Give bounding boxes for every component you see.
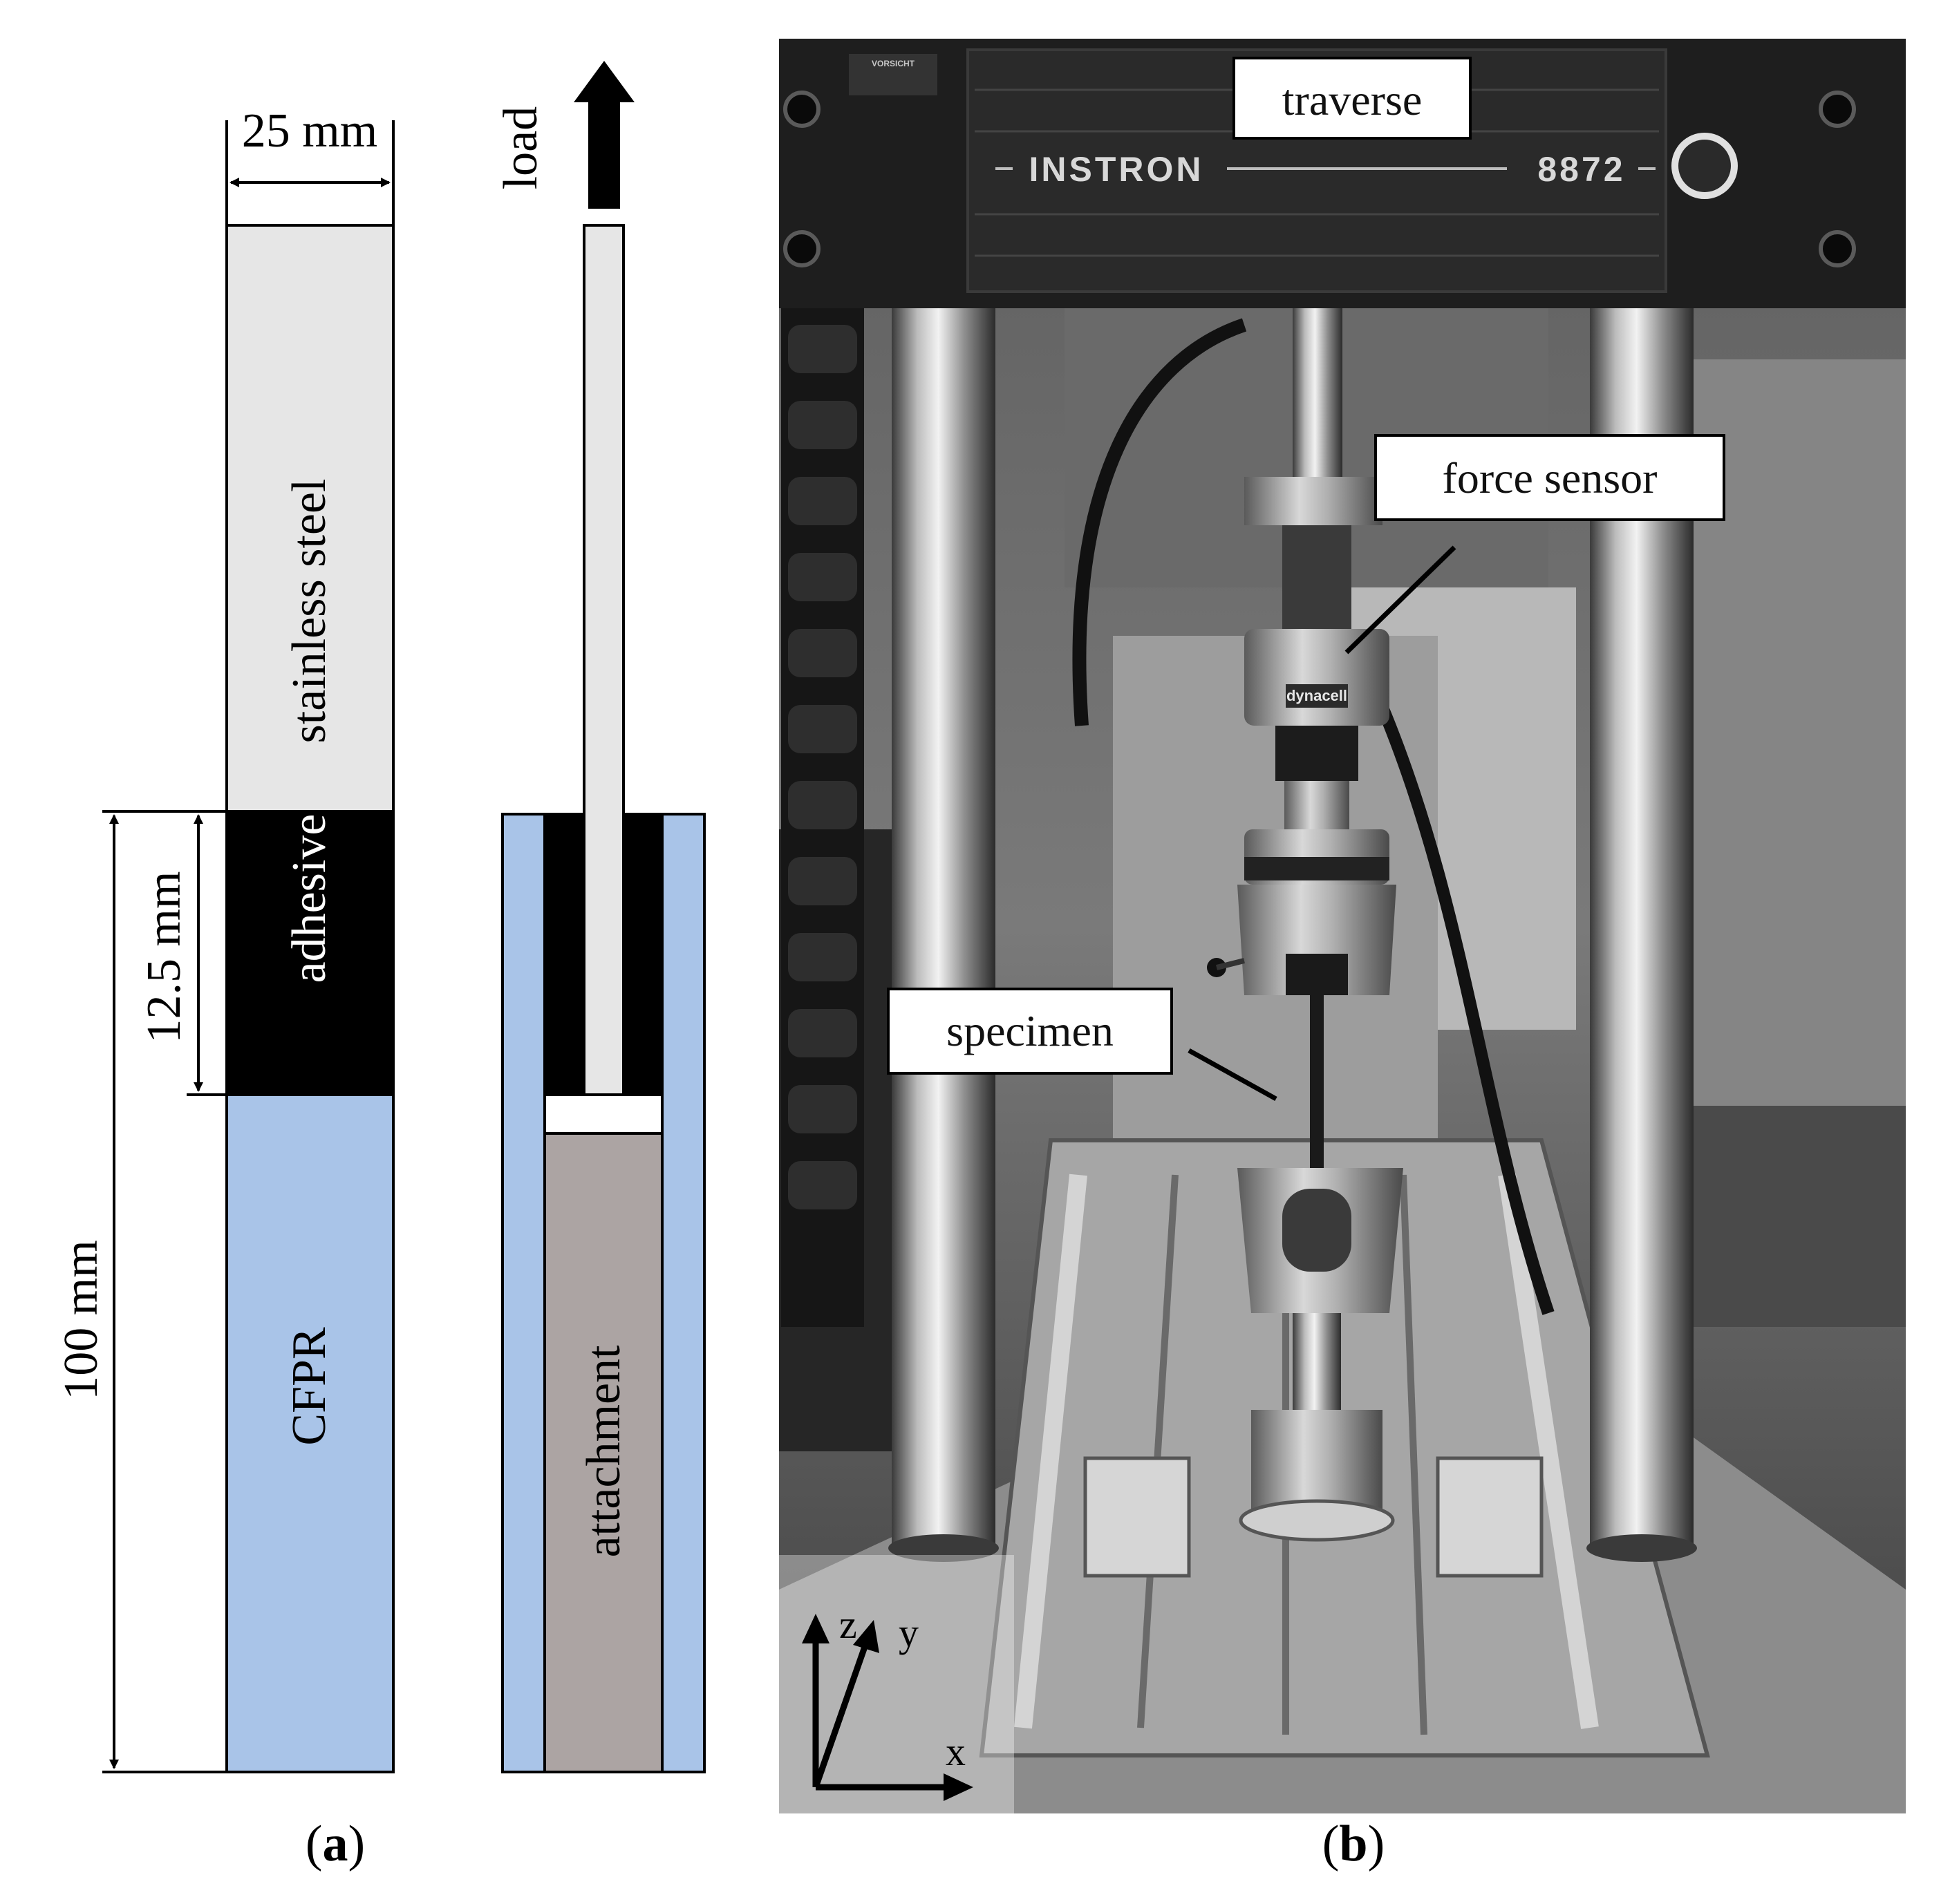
lower-grip xyxy=(1237,1168,1403,1542)
machine-model: 8872 xyxy=(1537,150,1625,189)
adhesive-layer xyxy=(225,810,395,1096)
load-arrow xyxy=(574,61,635,209)
specimen-label: specimen xyxy=(946,1006,1114,1055)
axis-y-label: y xyxy=(899,1610,919,1655)
adhesive-label: adhesive xyxy=(283,814,336,983)
traverse-callout: traverse xyxy=(1232,57,1472,140)
specimen-callout: specimen xyxy=(887,988,1173,1075)
axis-x-label: x xyxy=(946,1729,966,1774)
sensor-brand: dynacell xyxy=(1286,687,1347,704)
cable-chain xyxy=(781,290,864,1327)
force-sensor-label: force sensor xyxy=(1443,453,1658,502)
length-dimension-label: 100 mm xyxy=(55,1240,108,1399)
steel-label: stainless steel xyxy=(283,479,336,744)
attachment-label: attachment xyxy=(577,1345,630,1558)
machine-brand: INSTRON xyxy=(1029,150,1204,189)
loading-schematic: attachment load xyxy=(494,61,706,1773)
steel-adherend xyxy=(225,224,395,813)
specimen-schematic: stainless steel adhesive CFPR xyxy=(225,224,395,1773)
caption-a: (a) xyxy=(306,1816,365,1872)
left-column xyxy=(892,304,995,1548)
load-label: load xyxy=(494,106,547,190)
cfrp-adherend xyxy=(225,1093,395,1773)
overlap-dimension-label: 12.5 mm xyxy=(138,871,191,1044)
specimen-photo xyxy=(1310,988,1324,1182)
attachment-block xyxy=(543,1132,664,1773)
force-sensor-callout: force sensor xyxy=(1374,434,1725,521)
coordinate-axes: z y x xyxy=(802,1602,973,1801)
force-sensor-body: dynacell xyxy=(1244,629,1389,829)
warning-sticker: VORSICHT xyxy=(872,59,915,68)
cfrp-label: CFPR xyxy=(283,1327,336,1446)
width-dimension-label: 25 mm xyxy=(242,104,377,158)
steel-rod xyxy=(583,224,625,1096)
panel-b: INSTRON 8872 VORSICHT xyxy=(779,39,1906,1872)
gap xyxy=(543,1093,664,1135)
width-dimension: 25 mm xyxy=(225,104,395,225)
caption-b: (b) xyxy=(1322,1816,1385,1872)
force-sensor-leader xyxy=(1344,545,1456,654)
length-dimension: 100 mm xyxy=(55,810,227,1773)
traverse-label: traverse xyxy=(1282,75,1423,124)
panel-a: stainless steel adhesive CFPR 25 mm 12.5… xyxy=(55,61,706,1872)
overlap-dimension: 12.5 mm xyxy=(138,810,227,1096)
test-machine-photo: INSTRON 8872 VORSICHT xyxy=(779,39,1906,1813)
axis-z-label: z xyxy=(839,1602,857,1647)
specimen-leader xyxy=(1188,1048,1277,1102)
